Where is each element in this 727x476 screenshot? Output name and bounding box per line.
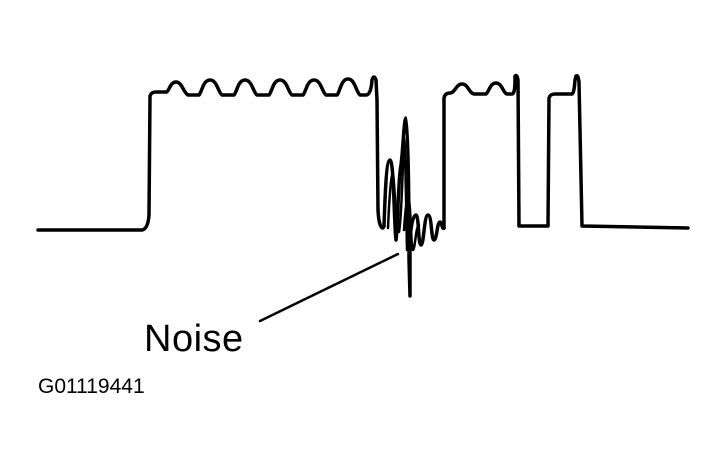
noise-burst-inner xyxy=(386,137,421,252)
figure-id-label: G01119441 xyxy=(38,375,145,398)
noise-callout-label: Noise xyxy=(144,318,244,360)
noise-leader-line xyxy=(258,252,400,323)
signal-waveform-tail xyxy=(442,73,690,230)
noise-burst xyxy=(382,116,446,298)
signal-waveform-main xyxy=(36,75,386,232)
